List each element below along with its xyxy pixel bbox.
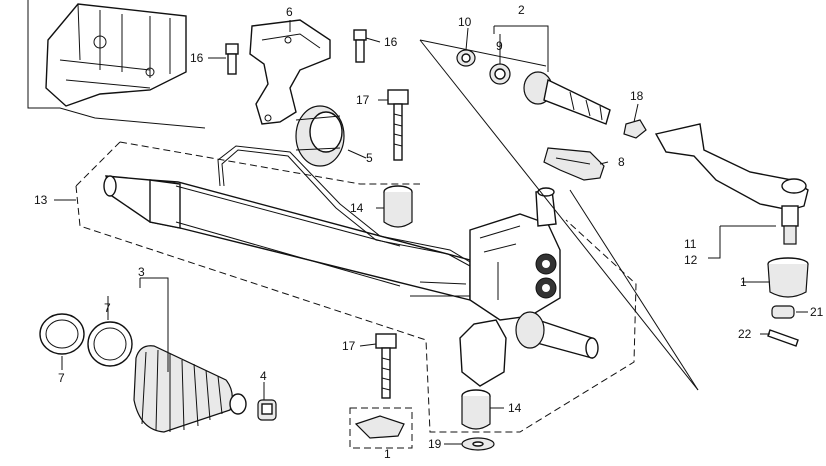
callout-17-lower: 17 <box>342 339 356 353</box>
washer-19 <box>461 437 495 451</box>
mount-14-upper <box>383 185 413 228</box>
cover-8 <box>543 147 605 181</box>
tie-rod-end-outer <box>654 123 809 245</box>
callout-6: 6 <box>286 5 293 19</box>
dust-boot-1-right <box>767 257 809 298</box>
callout-1-right: 1 <box>740 275 747 289</box>
clamp-7-left <box>39 313 85 355</box>
callout-18: 18 <box>630 89 644 103</box>
callout-16-right: 16 <box>384 35 398 49</box>
callout-labels: 6 16 16 10 9 2 18 17 5 8 13 14 11 12 1 2… <box>34 3 824 461</box>
pin-22 <box>767 329 799 347</box>
rack-boot-3 <box>133 345 247 433</box>
nut-18 <box>623 119 647 139</box>
callout-2: 2 <box>518 3 525 17</box>
tie-rod-2 <box>523 71 611 125</box>
callout-21: 21 <box>810 305 824 319</box>
clamp-7-right <box>87 321 133 367</box>
callout-13: 13 <box>34 193 48 207</box>
callout-19: 19 <box>428 437 442 451</box>
callout-1-lower: 1 <box>384 447 391 461</box>
bushing-5 <box>295 105 345 167</box>
plate-1-lower <box>349 407 413 449</box>
bracket-part <box>27 0 206 129</box>
callout-22: 22 <box>738 327 752 341</box>
callout-17-upper: 17 <box>356 93 370 107</box>
callout-12: 12 <box>684 253 698 267</box>
bolt-17-upper <box>387 89 409 161</box>
callout-10: 10 <box>458 15 472 29</box>
bolt-16-right <box>353 29 367 63</box>
callout-3: 3 <box>138 265 145 279</box>
callout-14-lower-label: 14 <box>508 401 522 415</box>
callout-9: 9 <box>496 39 503 53</box>
nut-21 <box>771 305 795 319</box>
callout-14-upper-label: 14 <box>350 201 364 215</box>
callout-16-left: 16 <box>190 51 204 65</box>
holder-bracket-6 <box>249 19 331 125</box>
steering-rack-assembly <box>103 145 599 387</box>
callout-4: 4 <box>260 369 267 383</box>
callout-11: 11 <box>684 237 697 251</box>
ring-9 <box>489 63 511 85</box>
assembly-outline <box>75 141 637 433</box>
leader-lines <box>54 20 808 445</box>
clip-4 <box>257 399 277 421</box>
washer-10 <box>456 49 476 67</box>
mount-14-lower <box>461 389 491 430</box>
callout-7-left: 7 <box>58 371 65 385</box>
bolt-16-left <box>225 43 239 75</box>
callout-7-right: 7 <box>104 301 111 315</box>
callout-5: 5 <box>366 151 373 165</box>
bolt-17-lower <box>375 333 397 399</box>
callout-8: 8 <box>618 155 625 169</box>
